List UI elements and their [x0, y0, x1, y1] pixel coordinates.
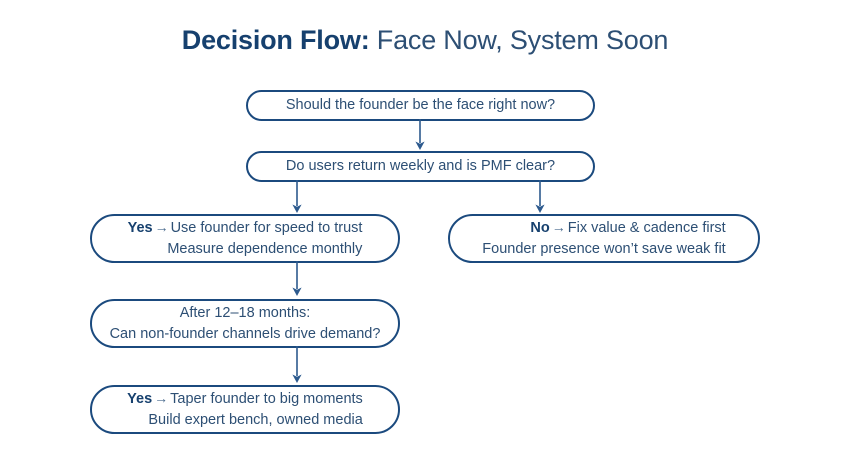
node-q2-text: Do users return weekly and is PMF clear? — [285, 158, 556, 174]
node-yes1-line1: Use founder for speed to trust — [170, 220, 363, 236]
node-no1-text: No→Fix value & cadence first Founder pre… — [482, 217, 725, 260]
node-yes1-text: Yes→Use founder for speed to trust Measu… — [128, 217, 363, 260]
connector-q2-to-no-branch — [532, 180, 548, 214]
node-q3-line1: After 12–18 months: — [179, 304, 311, 321]
page-title: Decision Flow: Face Now, System Soon — [0, 24, 850, 56]
connector-q1-to-q2 — [412, 119, 428, 151]
node-outcome-yes-taper-founder[interactable]: Yes→Taper founder to big moments Build e… — [90, 385, 400, 434]
node-yes2-line1: Taper founder to big moments — [170, 391, 363, 407]
node-question-pmf-clear[interactable]: Do users return weekly and is PMF clear? — [246, 151, 595, 182]
node-yes2-line2: Build expert bench, owned media — [148, 412, 363, 428]
node-yes2-label: Yes — [127, 391, 153, 407]
node-q1-text: Should the founder be the face right now… — [285, 97, 556, 113]
node-outcome-yes-use-founder[interactable]: Yes→Use founder for speed to trust Measu… — [90, 214, 400, 263]
connector-q3-to-yes2 — [289, 346, 305, 384]
arrow-glyph-icon: → — [154, 219, 169, 235]
node-yes1-label: Yes — [127, 220, 153, 236]
node-no1-label: No — [530, 220, 550, 236]
arrow-glyph-icon: → — [551, 219, 566, 235]
node-q3-line2: Can non-founder channels drive demand? — [109, 325, 381, 342]
node-q3-text: After 12–18 months: Can non-founder chan… — [110, 303, 381, 345]
connector-q2-to-yes-branch — [289, 180, 305, 214]
title-rest: Face Now, System Soon — [369, 25, 669, 55]
node-yes2-text: Yes→Taper founder to big moments Build e… — [127, 388, 363, 431]
node-yes1-line2: Measure dependence monthly — [167, 241, 363, 257]
connector-yes-to-q3 — [289, 261, 305, 297]
node-outcome-no-fix-value[interactable]: No→Fix value & cadence first Founder pre… — [448, 214, 760, 263]
arrow-glyph-icon: → — [154, 390, 169, 406]
node-no1-line2: Founder presence won’t save weak fit — [482, 241, 726, 257]
node-question-founder-face[interactable]: Should the founder be the face right now… — [246, 90, 595, 121]
node-question-non-founder-channels[interactable]: After 12–18 months: Can non-founder chan… — [90, 299, 400, 348]
node-no1-line1: Fix value & cadence first — [567, 220, 726, 236]
title-strong: Decision Flow: — [181, 25, 370, 55]
